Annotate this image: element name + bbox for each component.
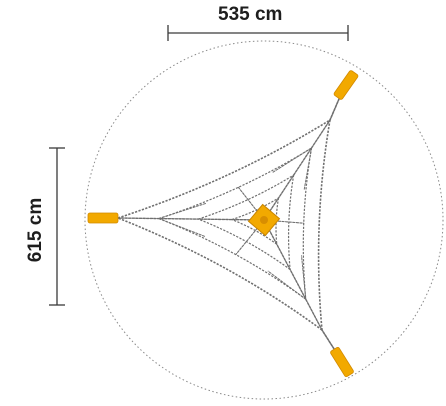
anchor-top-right: [333, 70, 359, 100]
net-ring-rope: [198, 174, 295, 220]
radial-rope: [263, 219, 305, 224]
connector-rope: [158, 218, 206, 237]
radial-rope: [263, 119, 331, 221]
net-ring-rope: [117, 217, 323, 331]
connector-rope: [301, 255, 307, 300]
rope-net: [101, 91, 343, 353]
connector-rope: [267, 270, 307, 300]
radial-rope: [117, 217, 265, 221]
width-label: 535 cm: [218, 4, 283, 25]
width-dimension-line: [167, 25, 349, 41]
net-ring-rope: [317, 119, 331, 331]
connector-rope: [158, 202, 207, 220]
height-dimension-line: [49, 147, 65, 306]
connector-rope: [271, 147, 313, 174]
anchor-bottom-right: [330, 346, 354, 378]
safety-zone-circle: [84, 40, 444, 400]
anchor-rope: [321, 329, 337, 353]
radial-rope: [263, 219, 323, 331]
height-label: 615 cm: [25, 197, 46, 263]
connector-rope: [303, 147, 313, 192]
net-ring-rope: [231, 219, 278, 245]
anchor-left: [87, 212, 119, 224]
center-hub: [247, 203, 281, 237]
net-ring-rope: [117, 119, 331, 219]
